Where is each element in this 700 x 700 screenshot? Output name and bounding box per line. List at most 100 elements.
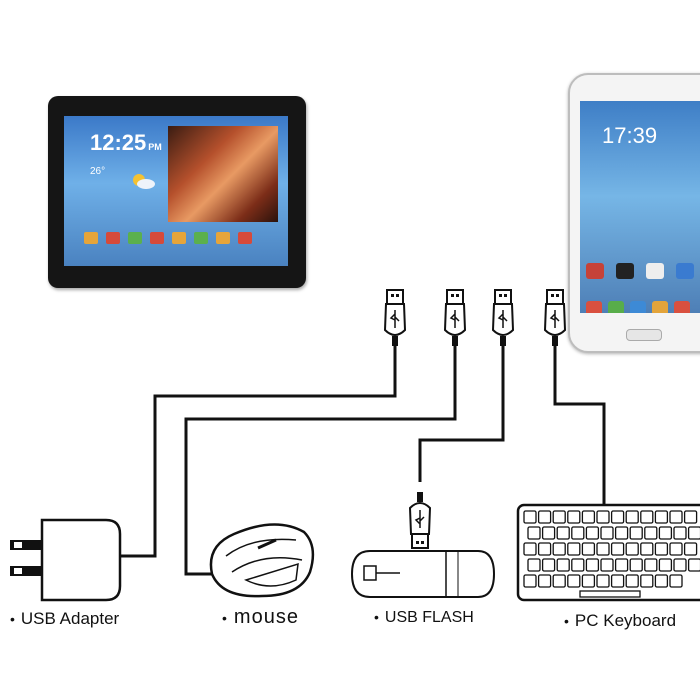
app-icon xyxy=(194,232,208,244)
keyboard-key xyxy=(527,526,541,540)
keyboard-key xyxy=(552,542,566,556)
usb-plug-icon xyxy=(544,289,566,347)
app-icon xyxy=(106,232,120,244)
tablet-clock-time: 12:25 xyxy=(90,130,147,155)
phone-app-row xyxy=(586,263,700,279)
usb-plug-icon xyxy=(409,491,431,549)
keyboard-key xyxy=(596,574,610,588)
app-icon xyxy=(630,301,646,313)
label-mouse-text: mouse xyxy=(233,606,299,628)
label-pc-keyboard: • PC Keyboard xyxy=(564,611,676,631)
label-bullet: • xyxy=(222,610,228,626)
usb-plug-icon xyxy=(492,289,514,347)
label-usb-adapter-text: USB Adapter xyxy=(20,609,120,628)
keyboard-key xyxy=(614,526,629,540)
keyboard-key xyxy=(687,558,700,572)
app-icon xyxy=(238,232,252,244)
keyboard-key xyxy=(581,574,596,588)
tablet-wallpaper-photo xyxy=(168,126,278,222)
label-usb-flash-text: USB FLASH xyxy=(384,609,474,626)
keyboard-icon xyxy=(516,503,700,602)
keyboard-key xyxy=(571,526,585,540)
keyboard-key xyxy=(537,574,552,588)
keyboard-key xyxy=(552,574,566,588)
keyboard-key xyxy=(567,542,581,556)
keyboard-key xyxy=(581,510,596,524)
keyboard-key xyxy=(600,526,614,540)
keyboard-key xyxy=(523,510,537,524)
keyboard-key xyxy=(658,558,673,572)
phone-clock: 17:39 xyxy=(602,123,658,148)
keyboard-key xyxy=(610,542,625,556)
usb-cables xyxy=(116,345,606,576)
tablet-temperature: 26° xyxy=(90,166,106,177)
app-icon xyxy=(216,232,230,244)
keyboard-key xyxy=(600,558,614,572)
keyboard-key xyxy=(658,526,673,540)
keyboard-key xyxy=(654,510,669,524)
app-icon xyxy=(652,301,668,313)
tablet-dock xyxy=(84,232,270,246)
label-bullet: • xyxy=(374,609,379,625)
keyboard-key xyxy=(640,542,654,556)
keyboard-key xyxy=(523,574,537,588)
keyboard-key xyxy=(596,542,610,556)
keyboard-spacebar xyxy=(579,590,641,598)
keyboard-key xyxy=(567,510,581,524)
keyboard-key xyxy=(644,558,658,572)
app-icon xyxy=(586,263,604,279)
keyboard-key xyxy=(610,510,625,524)
keyboard-key xyxy=(552,510,566,524)
keyboard-key xyxy=(673,558,687,572)
keyboard-key xyxy=(585,526,600,540)
keyboard-key xyxy=(673,526,687,540)
keyboard-key xyxy=(687,526,700,540)
keyboard-key xyxy=(541,558,556,572)
keyboard-key xyxy=(610,574,625,588)
label-bullet: • xyxy=(564,613,569,629)
keyboard-key xyxy=(527,558,541,572)
keyboard-key xyxy=(625,542,639,556)
keyboard-key xyxy=(669,542,683,556)
usb-plug-icon xyxy=(384,289,406,347)
weather-icon xyxy=(133,174,155,189)
keyboard-key xyxy=(585,558,600,572)
keyboard-key xyxy=(625,510,639,524)
keyboard-key xyxy=(654,574,669,588)
keyboard-key xyxy=(537,510,552,524)
keyboard-key xyxy=(523,542,537,556)
keyboard-key xyxy=(669,574,683,588)
label-usb-flash: • USB FLASH xyxy=(374,609,474,627)
app-icon xyxy=(586,301,602,313)
keyboard-key xyxy=(541,526,556,540)
phone-dock xyxy=(586,301,700,313)
keyboard-key xyxy=(644,526,658,540)
app-icon xyxy=(646,263,664,279)
app-icon xyxy=(674,301,690,313)
keyboard-key xyxy=(567,574,581,588)
keyboard-key xyxy=(629,558,643,572)
tablet-clock-ampm: PM xyxy=(148,142,162,152)
app-icon xyxy=(128,232,142,244)
usb-adapter-icon xyxy=(10,518,122,602)
app-icon xyxy=(172,232,186,244)
app-icon xyxy=(616,263,634,279)
keyboard-key xyxy=(654,542,669,556)
keyboard-key xyxy=(669,510,683,524)
keyboard-key xyxy=(683,510,698,524)
label-pc-keyboard-text: PC Keyboard xyxy=(574,611,677,630)
keyboard-key xyxy=(683,542,698,556)
keyboard-key xyxy=(625,574,639,588)
phone-home-button xyxy=(626,329,662,341)
usb-plug-icon xyxy=(444,289,466,347)
keyboard-key xyxy=(581,542,596,556)
keyboard-key xyxy=(640,574,654,588)
keyboard-key xyxy=(537,542,552,556)
app-icon xyxy=(608,301,624,313)
keyboard-key xyxy=(640,510,654,524)
label-bullet: • xyxy=(10,611,15,627)
label-usb-adapter: • USB Adapter xyxy=(10,609,119,629)
